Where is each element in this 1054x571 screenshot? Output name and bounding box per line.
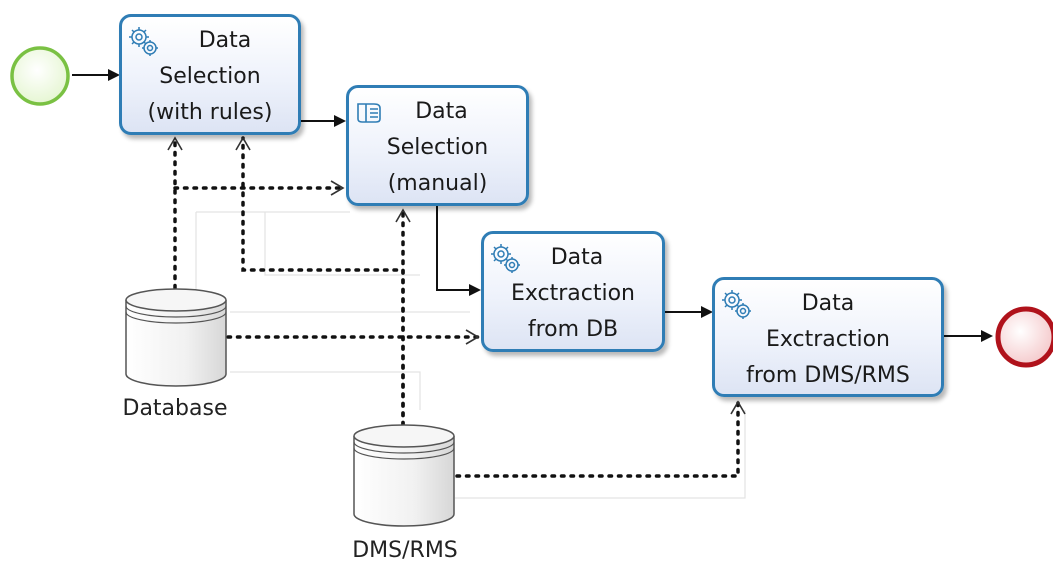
task-label-line: from DB bbox=[527, 317, 619, 342]
task-label-line: Data bbox=[198, 28, 252, 53]
task-label-line: Selection bbox=[386, 135, 489, 160]
task-label-line: (manual) bbox=[387, 171, 488, 196]
faint-guides bbox=[195, 211, 746, 499]
manual-task-icon bbox=[357, 103, 381, 123]
task-label-line: Data bbox=[550, 245, 604, 270]
data-store-database[interactable] bbox=[122, 286, 232, 392]
task-label-line: Data bbox=[801, 291, 855, 316]
task-label-line: Exctraction bbox=[510, 281, 636, 306]
task-data-selection-manual[interactable]: Data Selection (manual) bbox=[346, 85, 529, 206]
task-label-line: from DMS/RMS bbox=[746, 363, 910, 388]
flow-manual-to-extraction-db[interactable] bbox=[436, 206, 481, 296]
task-data-extraction-db[interactable]: Data Exctraction from DB bbox=[481, 231, 665, 352]
gear-icon bbox=[491, 244, 520, 273]
task-data-extraction-dms[interactable]: Data Exctraction from DMS/RMS bbox=[712, 277, 944, 397]
task-label-line: Data bbox=[415, 99, 468, 124]
task-label-line: Selection bbox=[159, 64, 261, 89]
data-store-label: Database bbox=[122, 396, 228, 421]
association-dms-to-extraction-dms[interactable] bbox=[455, 400, 746, 478]
data-store-label: DMS/RMS bbox=[352, 538, 458, 563]
gear-icon bbox=[722, 290, 751, 319]
gear-icon bbox=[129, 27, 158, 56]
start-event[interactable] bbox=[7, 44, 73, 108]
task-label-line: Exctraction bbox=[765, 327, 891, 352]
task-label-line: (with rules) bbox=[147, 100, 273, 125]
data-store-dms-rms[interactable] bbox=[350, 422, 460, 532]
end-event[interactable] bbox=[993, 304, 1053, 370]
task-data-selection-rules[interactable]: Data Selection (with rules) bbox=[119, 14, 301, 135]
